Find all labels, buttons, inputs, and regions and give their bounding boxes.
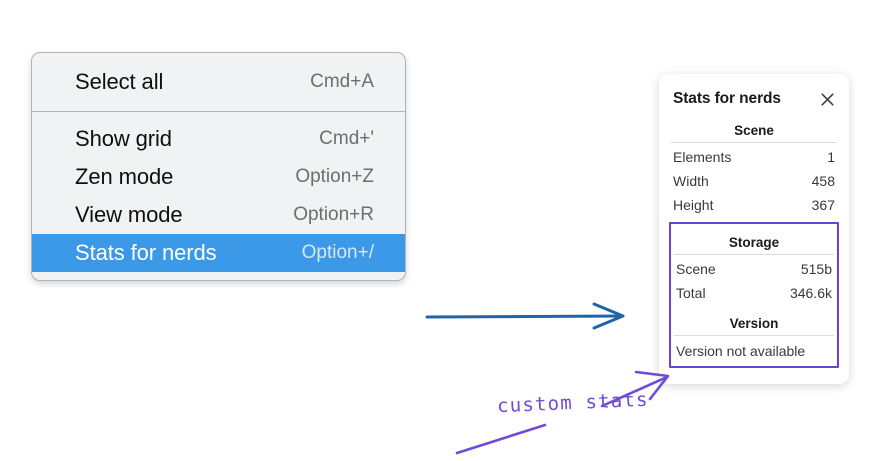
stats-panel-body: Scene Elements 1 Width 458 Height 367 St… <box>659 112 849 368</box>
menu-item-label: Show grid <box>75 126 172 151</box>
stat-value: 367 <box>811 197 835 213</box>
menu-item-zen-mode[interactable]: Zen mode Option+Z <box>32 158 405 196</box>
annotation-handwriting-custom-stats: custom stats <box>496 388 650 418</box>
close-icon[interactable] <box>819 91 836 108</box>
menu-item-show-grid[interactable]: Show grid Cmd+' <box>32 120 405 158</box>
stats-for-nerds-panel: Stats for nerds Scene Elements 1 Width 4… <box>659 74 849 384</box>
menu-item-shortcut: Option+Z <box>295 166 374 187</box>
menu-group-2: Show grid Cmd+' Zen mode Option+Z View m… <box>32 112 405 280</box>
menu-item-shortcut: Option+/ <box>301 242 374 263</box>
stat-value: 515b <box>800 261 832 277</box>
scene-section-heading: Scene <box>734 123 774 138</box>
stat-value: 458 <box>811 173 835 189</box>
menu-separator <box>32 111 405 112</box>
section-divider <box>674 335 834 336</box>
stats-panel-header: Stats for nerds <box>659 86 849 112</box>
menu-item-shortcut: Cmd+' <box>319 128 374 149</box>
stat-key: Scene <box>676 261 716 277</box>
menu-group-1: Select all Cmd+A <box>32 53 405 111</box>
stat-row-height: Height 367 <box>669 193 839 217</box>
version-note: Version not available <box>676 343 806 359</box>
menu-item-label: Zen mode <box>75 164 174 189</box>
section-divider <box>674 254 834 255</box>
menu-item-view-mode[interactable]: View mode Option+R <box>32 196 405 234</box>
stats-panel-title: Stats for nerds <box>673 90 781 107</box>
stat-row-storage-total: Total 346.6k <box>672 281 836 305</box>
stat-row-width: Width 458 <box>669 169 839 193</box>
stat-row-elements: Elements 1 <box>669 145 839 169</box>
purple-underline-stroke <box>455 423 547 455</box>
section-divider <box>671 142 837 143</box>
blue-arrow <box>425 302 625 330</box>
menu-item-stats-for-nerds[interactable]: Stats for nerds Option+/ <box>32 234 405 272</box>
menu-item-shortcut: Option+R <box>293 204 374 225</box>
menu-item-label: Select all <box>75 69 164 94</box>
stat-row-storage-scene: Scene 515b <box>672 257 836 281</box>
context-menu[interactable]: Select all Cmd+A Show grid Cmd+' Zen mod… <box>31 52 406 281</box>
menu-item-select-all[interactable]: Select all Cmd+A <box>32 63 405 101</box>
version-section-heading: Version <box>729 316 779 331</box>
menu-item-shortcut: Cmd+A <box>310 71 374 92</box>
stat-key: Elements <box>673 149 732 165</box>
stat-key: Height <box>673 197 714 213</box>
stat-key: Total <box>676 285 706 301</box>
stat-key: Width <box>673 173 709 189</box>
stat-value: 1 <box>827 149 835 165</box>
menu-item-label: Stats for nerds <box>75 240 217 265</box>
menu-item-label: View mode <box>75 202 183 227</box>
custom-stats-highlight-box: Storage Scene 515b Total 346.6k Version … <box>669 222 839 368</box>
stat-value: 346.6k <box>789 285 832 301</box>
storage-section-heading: Storage <box>728 235 780 250</box>
